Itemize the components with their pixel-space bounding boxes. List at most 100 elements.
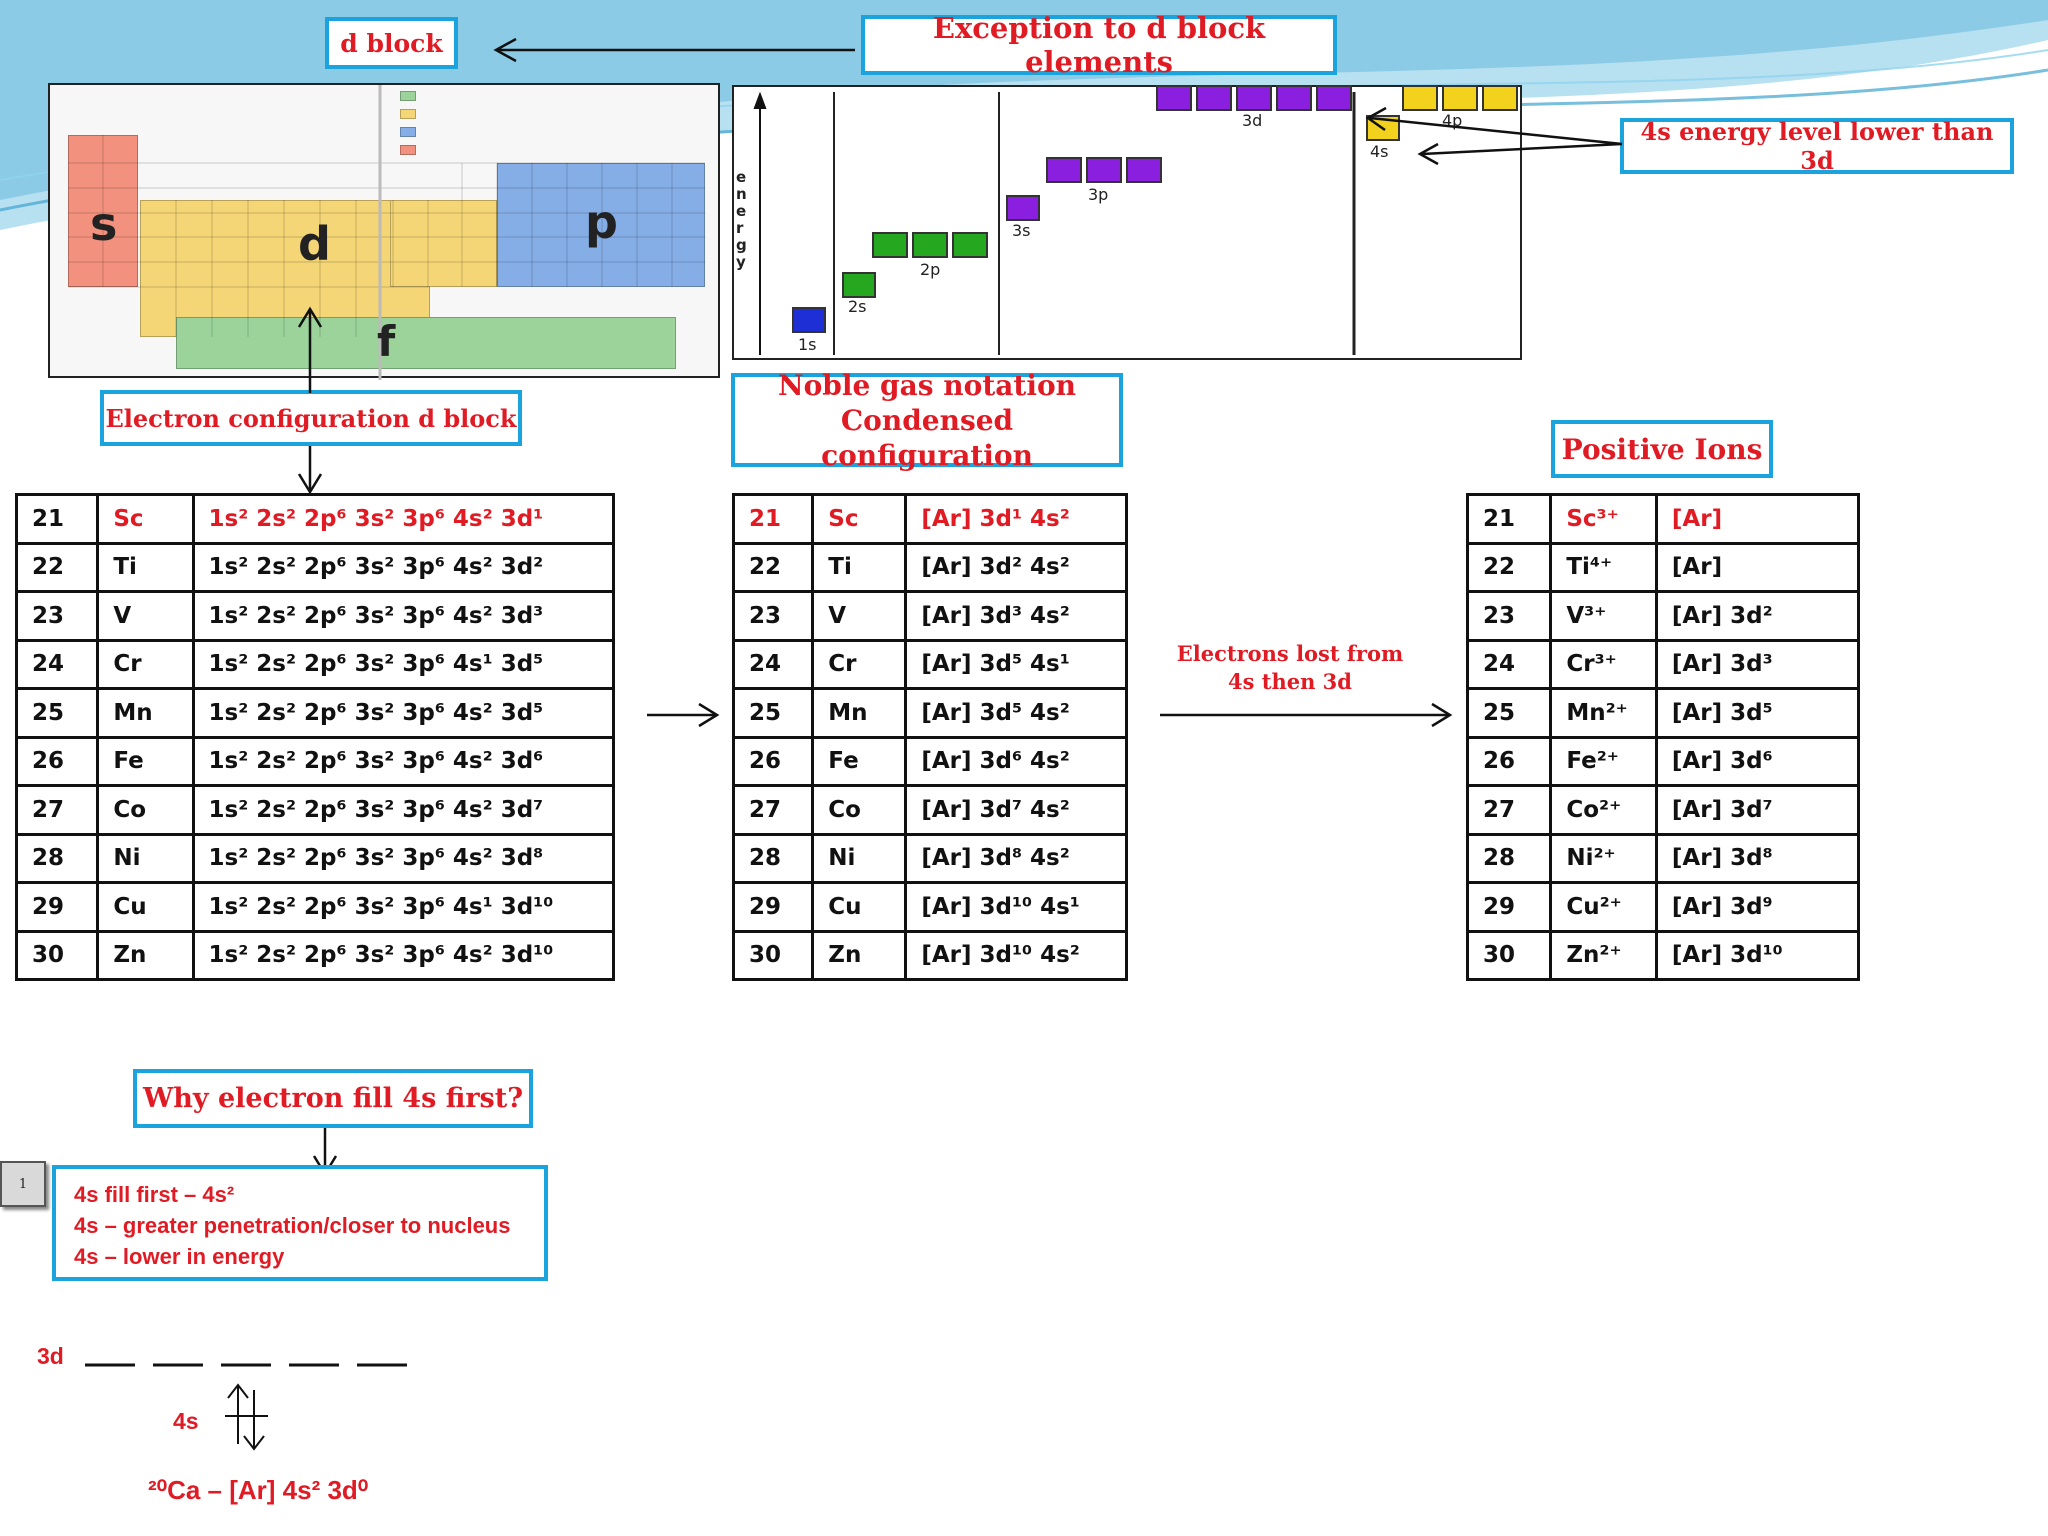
configuration-cell: [Ar] 3d⁸ <box>1654 832 1861 884</box>
configuration-cell: 1s² 2s² 2p⁶ 3s² 3p⁶ 4s¹ 3d⁵ <box>191 638 615 690</box>
configuration-cell: [Ar] <box>1654 541 1861 593</box>
label-4s-orbital: 4s <box>173 1408 199 1434</box>
orbital-2p-2 <box>912 232 948 258</box>
noble-gas-label: Noble gas notation Condensed configurati… <box>731 369 1123 472</box>
configuration-cell: [Ar] 3d⁷ <box>1654 784 1861 836</box>
orbital-1s <box>792 307 826 333</box>
element-cell: Mn <box>96 687 195 739</box>
atomic-number-cell: 25 <box>1465 687 1553 739</box>
legend-swatch-blue <box>400 127 416 137</box>
why-line-2: 4s – greater penetration/closer to nucle… <box>74 1213 511 1238</box>
configuration-cell: [Ar] 3d¹⁰ <box>1654 929 1861 981</box>
element-cell: Fe²⁺ <box>1549 735 1658 787</box>
electrons-lost-line1: Electrons lost from <box>1176 641 1404 666</box>
element-cell: V³⁺ <box>1549 590 1658 642</box>
atomic-number-cell: 26 <box>1465 735 1553 787</box>
orbital-3p-2 <box>1086 157 1122 183</box>
orbital-3d-5 <box>1316 85 1352 111</box>
label-1s: 1s <box>798 335 817 354</box>
atomic-number-cell: 21 <box>1465 493 1553 545</box>
configuration-cell: [Ar] 3d² 4s² <box>904 541 1128 593</box>
element-cell: Ni <box>96 832 195 884</box>
d-block-label: d block <box>325 17 458 69</box>
configuration-cell: [Ar] 3d¹ 4s² <box>904 493 1128 545</box>
p-block-yellow <box>390 200 497 287</box>
configuration-cell: [Ar] 3d⁶ 4s² <box>904 735 1128 787</box>
energy-4s-label: 4s energy level lower than 3d <box>1620 117 2014 175</box>
periodic-table: s d p f <box>48 83 720 380</box>
f-block-region <box>176 317 676 369</box>
element-cell: Zn <box>811 929 908 981</box>
p-block-region <box>497 163 705 287</box>
why-4s-label: Why electron fill 4s first? <box>133 1069 533 1128</box>
atomic-number-cell: 29 <box>731 881 815 933</box>
d-block-letter: d <box>298 217 331 271</box>
electron-pair-arrows <box>225 1383 268 1451</box>
atomic-number-cell: 30 <box>14 929 100 981</box>
element-cell: Ni²⁺ <box>1549 832 1658 884</box>
element-cell: Ti⁴⁺ <box>1549 541 1658 593</box>
energy-axis <box>753 91 1356 355</box>
configuration-cell: [Ar] 3d⁵ 4s¹ <box>904 638 1128 690</box>
noble-gas-line1: Noble gas notation <box>778 368 1076 402</box>
atomic-number-cell: 25 <box>14 687 100 739</box>
atomic-number-cell: 28 <box>731 832 815 884</box>
arrow-exception-to-dblock <box>493 37 855 63</box>
atomic-number-cell: 26 <box>731 735 815 787</box>
orbital-2p-1 <box>872 232 908 258</box>
atomic-number-cell: 29 <box>1465 881 1553 933</box>
element-cell: Ni <box>811 832 908 884</box>
atomic-number-cell: 27 <box>1465 784 1553 836</box>
orbital-4p-1 <box>1402 85 1438 111</box>
configuration-cell: [Ar] 3d³ 4s² <box>904 590 1128 642</box>
configuration-cell: 1s² 2s² 2p⁶ 3s² 3p⁶ 4s² 3d¹⁰ <box>191 929 615 981</box>
element-cell: Cr <box>811 638 908 690</box>
configuration-cell: 1s² 2s² 2p⁶ 3s² 3p⁶ 4s² 3d² <box>191 541 615 593</box>
element-cell: Fe <box>811 735 908 787</box>
slide-number[interactable]: 1 <box>0 1161 46 1207</box>
orbital-2p-3 <box>952 232 988 258</box>
element-cell: Mn <box>811 687 908 739</box>
s-block-region <box>68 135 138 287</box>
element-cell: Fe <box>96 735 195 787</box>
p-block-letter: p <box>585 195 618 249</box>
energy-axis-label: e n e r g y <box>736 168 747 271</box>
element-cell: Ti <box>811 541 908 593</box>
configuration-cell: [Ar] 3d³ <box>1654 638 1861 690</box>
element-cell: Zn²⁺ <box>1549 929 1658 981</box>
atomic-number-cell: 23 <box>1465 590 1553 642</box>
e-config-d-label: Electron configuration d block <box>100 390 522 446</box>
configuration-cell: [Ar] 3d⁵ 4s² <box>904 687 1128 739</box>
noble-gas-line2: Condensed configuration <box>821 403 1033 472</box>
element-cell: Cr³⁺ <box>1549 638 1658 690</box>
label-2p: 2p <box>920 260 941 279</box>
configuration-cell: 1s² 2s² 2p⁶ 3s² 3p⁶ 4s² 3d⁵ <box>191 687 615 739</box>
label-2s: 2s <box>848 297 867 316</box>
configuration-cell: [Ar] 3d⁷ 4s² <box>904 784 1128 836</box>
element-cell: V <box>96 590 195 642</box>
legend-swatch-green <box>400 91 416 101</box>
arrow-table1-to-table2 <box>647 702 720 728</box>
configuration-cell: 1s² 2s² 2p⁶ 3s² 3p⁶ 4s² 3d¹ <box>191 493 615 545</box>
element-cell: Cr <box>96 638 195 690</box>
calcium-configuration: ²⁰Ca – [Ar] 4s² 3d⁰ <box>148 1475 369 1505</box>
electrons-lost-text: Electrons lost from 4s then 3d <box>1170 640 1410 696</box>
configuration-cell: 1s² 2s² 2p⁶ 3s² 3p⁶ 4s¹ 3d¹⁰ <box>191 881 615 933</box>
atomic-number-cell: 26 <box>14 735 100 787</box>
atomic-number-cell: 22 <box>14 541 100 593</box>
atomic-number-cell: 29 <box>14 881 100 933</box>
label-3d-orbital: 3d <box>37 1343 64 1369</box>
atomic-number-cell: 21 <box>14 493 100 545</box>
orbital-4p-2 <box>1442 85 1478 111</box>
